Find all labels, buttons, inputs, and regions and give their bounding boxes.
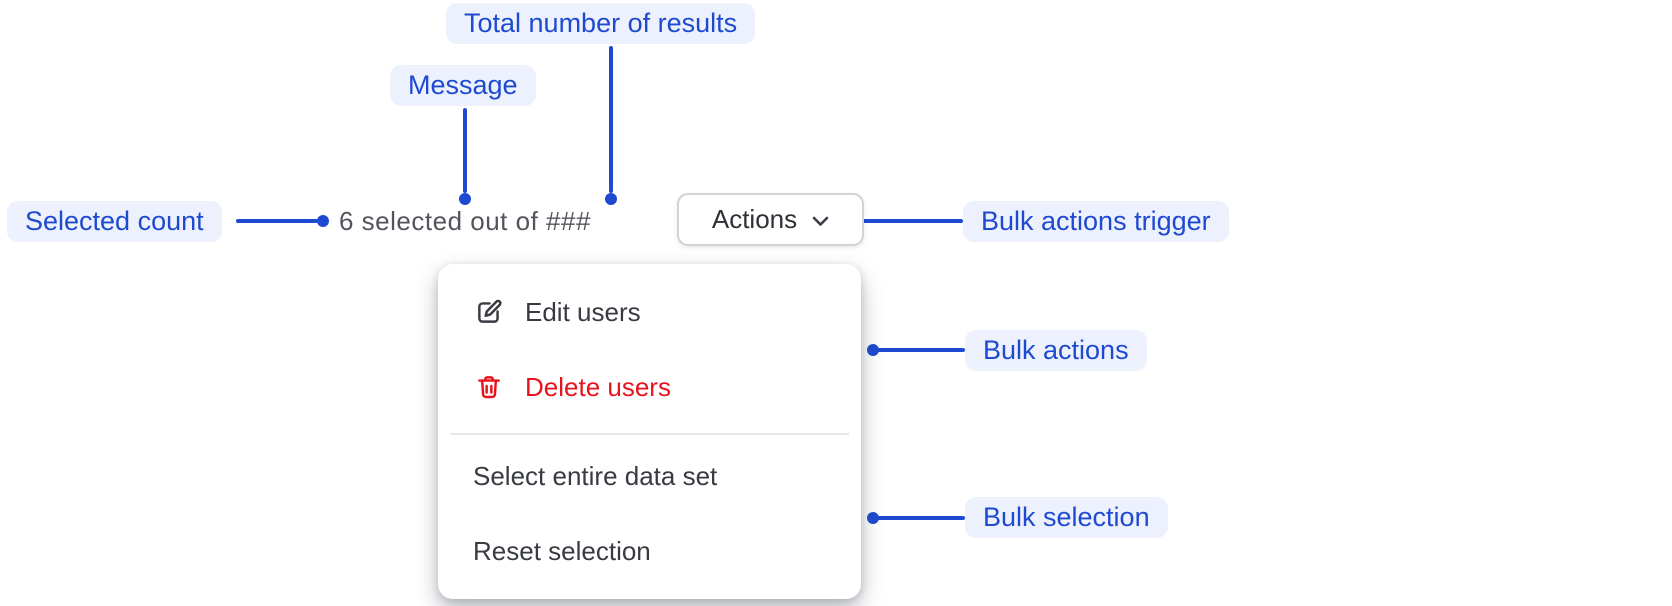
connector-bulk-actions	[873, 348, 965, 352]
annotation-bulk-actions: Bulk actions	[965, 330, 1147, 371]
connector-dot-bulk-selection	[867, 512, 879, 524]
connector-total-results	[609, 46, 613, 193]
connector-bulk-selection	[873, 516, 965, 520]
menu-item-delete-users[interactable]: Delete users	[525, 371, 671, 402]
annotation-message: Message	[390, 65, 536, 106]
connector-dot-message	[459, 193, 471, 205]
menu-item-select-entire-data-set[interactable]: Select entire data set	[473, 460, 718, 491]
connector-message	[463, 108, 467, 193]
trash-icon	[474, 372, 504, 402]
connector-dot-bulk-actions	[867, 344, 879, 356]
selection-message: 6 selected out of ###	[339, 206, 591, 236]
annotation-selected-count: Selected count	[7, 201, 222, 242]
edit-icon	[474, 297, 504, 327]
annotation-total-results: Total number of results	[446, 3, 756, 44]
connector-selected-count	[236, 219, 318, 223]
actions-button-label: Actions	[711, 204, 798, 234]
menu-item-reset-selection[interactable]: Reset selection	[473, 535, 651, 566]
annotation-bulk-selection: Bulk selection	[965, 497, 1168, 538]
menu-item-edit-users[interactable]: Edit users	[525, 296, 641, 327]
connector-dot-total-results	[605, 193, 617, 205]
connector-dot-selected-count	[317, 215, 329, 227]
actions-button[interactable]: Actions	[677, 193, 864, 246]
bulk-actions-menu: Edit users Delete users Select entire da…	[438, 264, 861, 599]
chevron-down-icon	[812, 213, 829, 227]
annotation-bulk-actions-trigger: Bulk actions trigger	[963, 201, 1229, 242]
menu-divider	[450, 433, 849, 435]
connector-bulk-actions-trigger	[858, 219, 963, 223]
